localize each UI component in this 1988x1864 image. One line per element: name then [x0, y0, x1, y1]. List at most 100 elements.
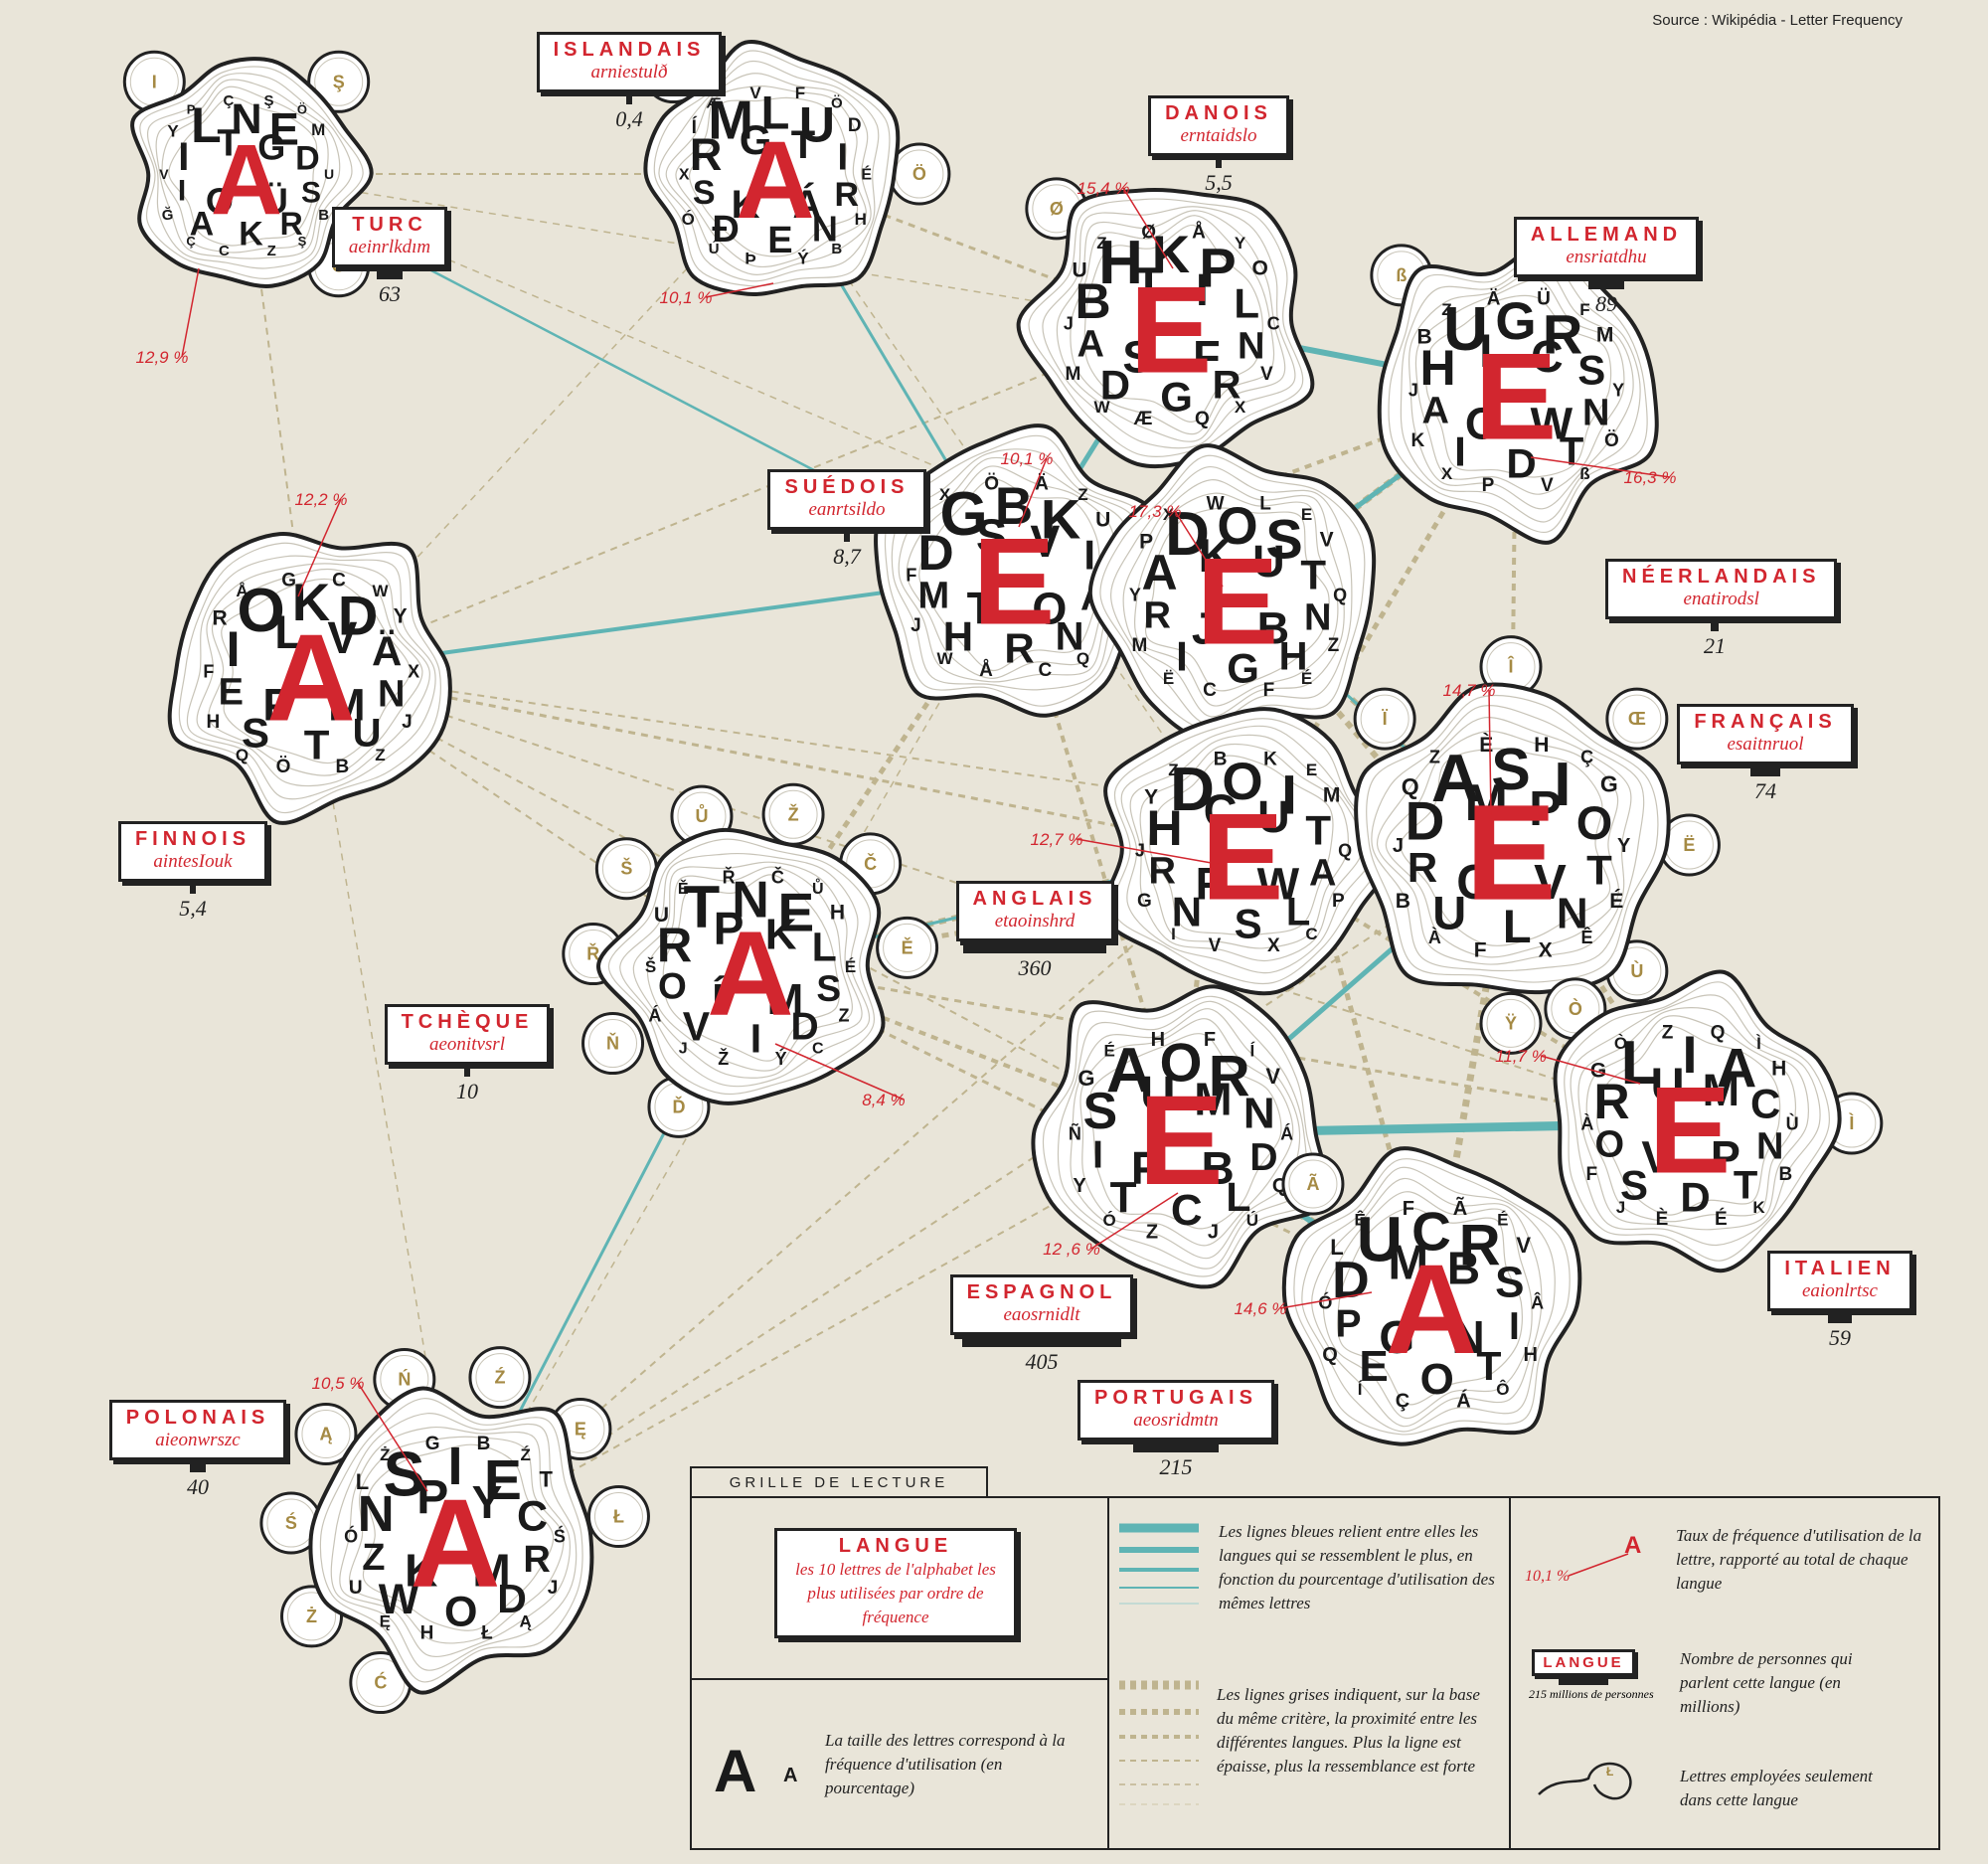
letter: H: [1151, 1029, 1165, 1051]
letter: O: [1252, 256, 1268, 279]
letter: I: [178, 135, 189, 179]
special-letter: Ď: [672, 1096, 685, 1116]
blob-contour: [632, 861, 863, 1079]
letter-order: aeinrlkdım: [348, 237, 431, 257]
letter-order: enatirodsl: [1683, 589, 1759, 609]
speakers-bar: [962, 1335, 1121, 1347]
letter: N: [1557, 889, 1588, 937]
pct-leader-finnois: [297, 498, 342, 597]
letter: Ù: [1786, 1112, 1799, 1133]
legend-special-text: Lettres employées seulement dans cette l…: [1680, 1767, 1873, 1809]
letter: É: [861, 165, 872, 184]
letter: Å: [1192, 223, 1206, 244]
blob-contour: [1079, 1018, 1294, 1247]
letter: W: [379, 1576, 419, 1623]
top-letter: A: [707, 905, 793, 1040]
letter: V: [1641, 1131, 1671, 1182]
letter: Æ: [707, 94, 722, 111]
letter: O: [1032, 583, 1067, 633]
special-bubble-ring: [768, 789, 818, 839]
letter: Š: [645, 957, 656, 976]
language-name: NÉERLANDAIS: [1622, 566, 1821, 588]
letter: U: [349, 1578, 363, 1599]
letter: V: [1516, 1233, 1531, 1258]
letter: O: [444, 1588, 477, 1635]
letter: P: [1332, 891, 1345, 912]
letter: Á: [1280, 1122, 1293, 1143]
speakers-count: 74: [1754, 778, 1776, 803]
legend-speakers-sample: LANGUE 215 millions de personnes: [1529, 1649, 1654, 1703]
letter-order: aieonwrszc: [155, 1430, 241, 1450]
letter: L: [356, 1469, 369, 1494]
blob-contour: [665, 73, 872, 275]
letter: M: [1065, 364, 1080, 385]
special-letter: Ń: [398, 1369, 411, 1390]
top-letter: A: [411, 1472, 501, 1612]
letter: P: [1131, 1142, 1162, 1194]
blob-contour: [147, 73, 353, 269]
letter: Ę: [380, 1611, 391, 1630]
letter: T: [967, 583, 995, 633]
legend-pct-text: Taux de fréquence d'utilisation de la le…: [1676, 1526, 1922, 1593]
blob-contour: [1301, 1166, 1556, 1433]
letter: R: [1408, 844, 1437, 891]
legend-special-sample: Ł: [1606, 1765, 1614, 1779]
letter: O: [1595, 1123, 1625, 1165]
letter: R: [1004, 625, 1034, 672]
letter: C: [219, 243, 230, 259]
letter: R: [1213, 364, 1242, 408]
letter: Ż: [380, 1445, 390, 1464]
letter: X: [1539, 938, 1553, 961]
letter: Å: [979, 660, 993, 681]
letter: R: [1593, 1074, 1629, 1129]
letter: M: [767, 975, 804, 1024]
pct-leader-suedois: [1018, 457, 1048, 528]
letter: K: [292, 574, 330, 632]
letter: H: [1534, 734, 1549, 757]
letter: X: [1235, 398, 1246, 417]
letter: L: [1234, 280, 1259, 327]
legend-grey-text: Les lignes grises indiquent, sur la base…: [1217, 1685, 1480, 1776]
language-name: ALLEMAND: [1530, 224, 1683, 246]
letter: H: [1419, 340, 1455, 396]
blob-contour: [1570, 994, 1821, 1247]
special-bubble: [1281, 1152, 1345, 1216]
letter: G: [281, 571, 296, 592]
letter: D: [917, 525, 953, 581]
speakers-count: 8,7: [833, 544, 861, 569]
special-bubble: [1605, 687, 1669, 751]
letter: Ã: [1453, 1197, 1467, 1220]
speakers-bar: [377, 267, 403, 279]
language-name: ITALIEN: [1784, 1258, 1896, 1279]
letter-order: esaitnruol: [1727, 734, 1804, 755]
letter: R: [1543, 303, 1582, 366]
legend-pct-leader: [1568, 1553, 1629, 1577]
language-name: ANGLAIS: [972, 888, 1097, 910]
top-letter: E: [973, 514, 1056, 651]
blob-outline: [1031, 984, 1331, 1289]
letter: Ö: [276, 757, 291, 777]
letter: É: [1103, 1042, 1114, 1061]
letter: H: [1279, 635, 1308, 679]
letter: F: [203, 661, 214, 681]
letter: P: [714, 903, 745, 954]
letter: D: [338, 585, 378, 647]
special-letter: Ň: [606, 1033, 619, 1054]
speakers-bar: [1828, 1311, 1852, 1323]
top-letter: E: [1202, 789, 1284, 927]
special-bubble-ring: [1360, 694, 1409, 744]
letter: Ě: [678, 879, 689, 898]
letter: B: [831, 241, 842, 257]
blob-contour: [1400, 748, 1611, 946]
letter: N: [1172, 888, 1202, 934]
letter: Q: [1077, 649, 1089, 668]
letter: Ž: [718, 1048, 729, 1069]
letter: X: [1163, 505, 1175, 524]
letter: Í: [1358, 1380, 1364, 1399]
